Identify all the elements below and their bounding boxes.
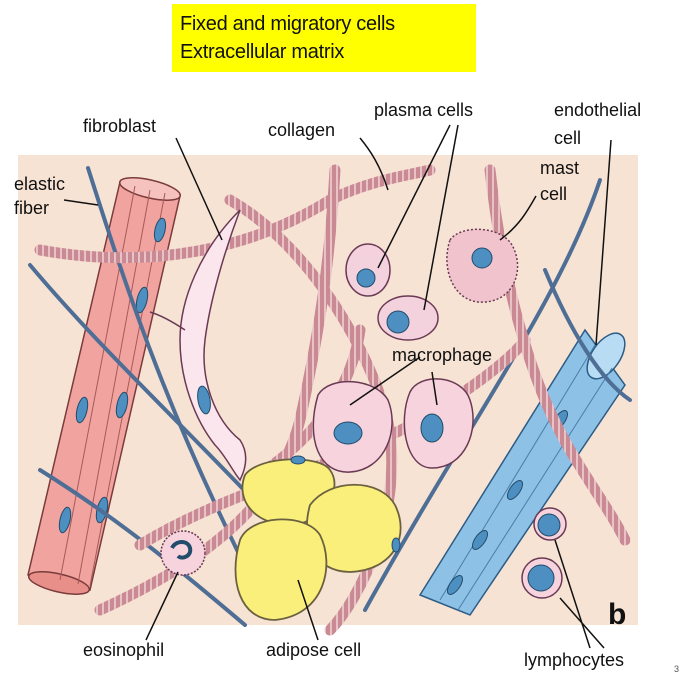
label-endothelial: endothelial xyxy=(554,100,641,121)
title-box: Fixed and migratory cells Extracellular … xyxy=(172,4,476,72)
label-fibroblast: fibroblast xyxy=(83,116,156,137)
page-number: 3 xyxy=(674,664,679,674)
label-elastic: elastic xyxy=(14,174,65,195)
label-collagen: collagen xyxy=(268,120,335,141)
panel-letter: b xyxy=(608,598,626,632)
label-mast: mast xyxy=(540,158,579,179)
eosinophil xyxy=(161,531,205,575)
label-eosinophil: eosinophil xyxy=(83,640,164,661)
label-endothelial-cell: cell xyxy=(554,128,581,149)
label-macrophage: macrophage xyxy=(392,345,492,366)
label-plasma-cells: plasma cells xyxy=(374,100,473,121)
label-mast-cell: cell xyxy=(540,184,567,205)
title-line-1: Fixed and migratory cells xyxy=(180,10,468,38)
label-adipose-cell: adipose cell xyxy=(266,640,361,661)
label-lymphocytes: lymphocytes xyxy=(524,650,624,671)
title-line-2: Extracellular matrix xyxy=(180,38,468,66)
mast-cell xyxy=(447,229,518,302)
label-fiber: fiber xyxy=(14,198,49,219)
